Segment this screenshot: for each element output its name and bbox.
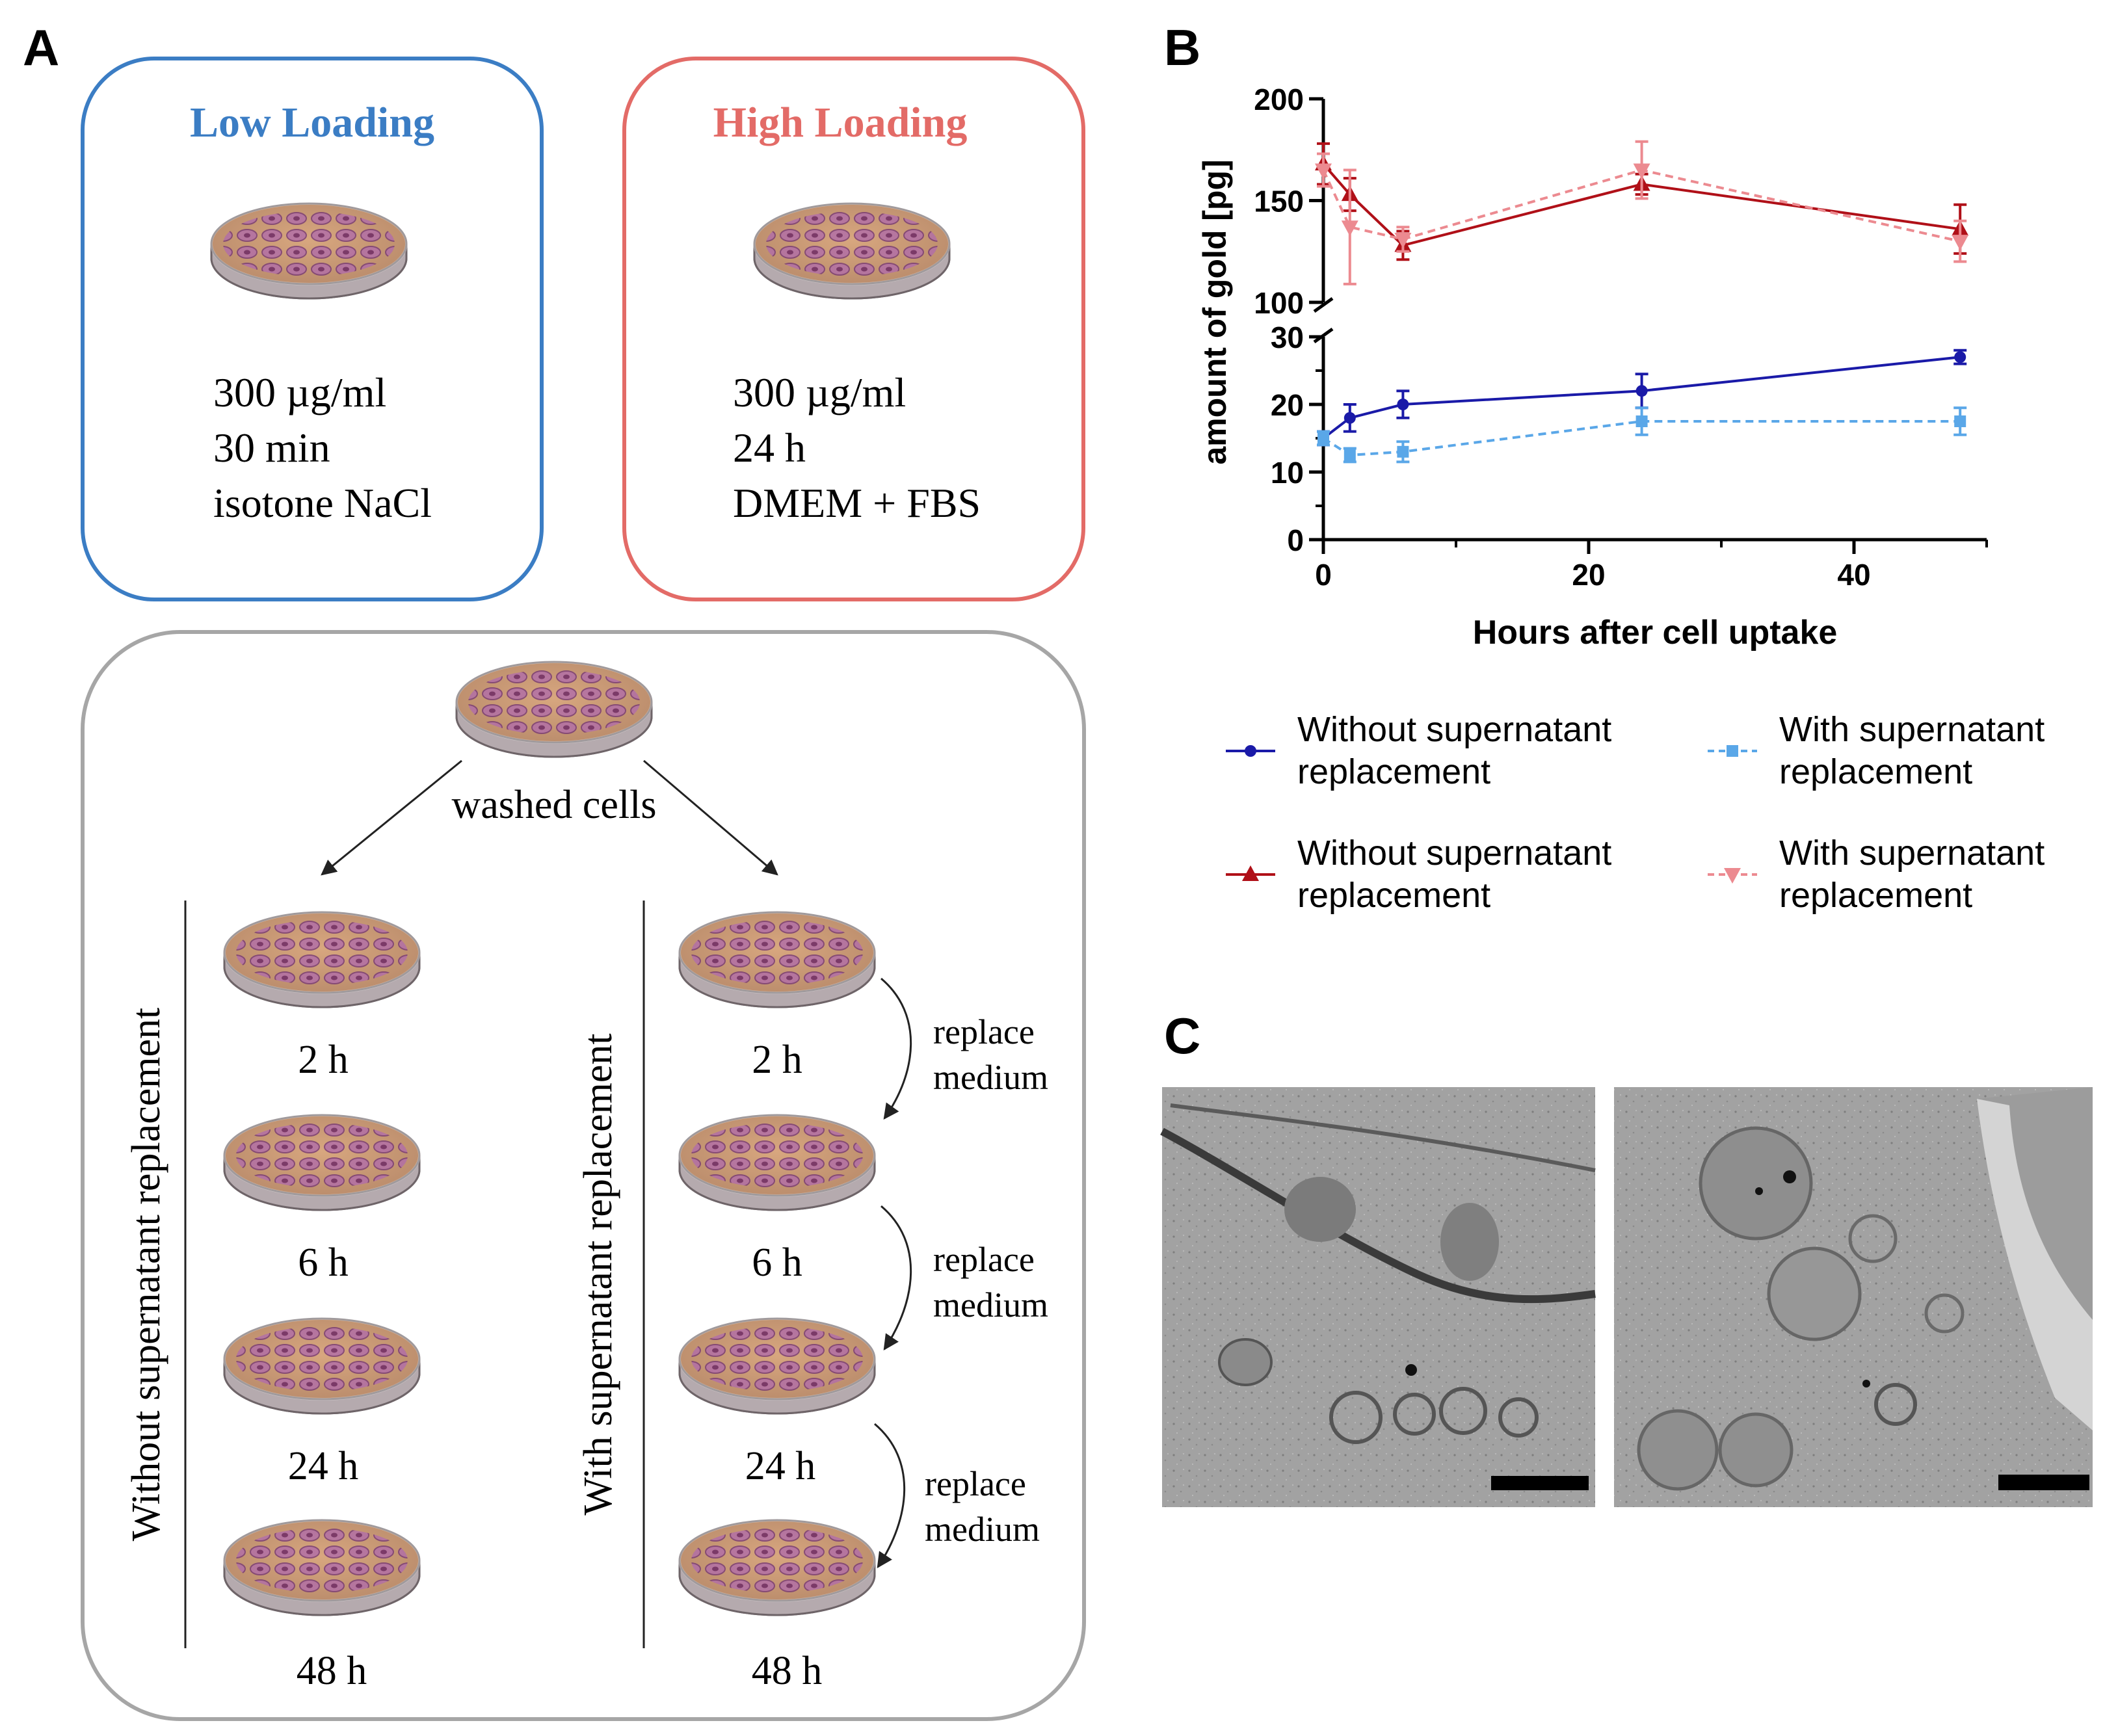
low-loading-line-3: isotone NaCl xyxy=(213,480,432,526)
replace-arrow-2 xyxy=(880,1205,912,1350)
chart-legend: Without supernatant replacement With sup… xyxy=(1226,710,2045,915)
scale-bar-left xyxy=(1491,1476,1589,1490)
y-tick-label: 10 xyxy=(1271,456,1304,490)
replace-label-1a: replace xyxy=(933,1012,1035,1051)
petri-dish-icon xyxy=(223,1317,421,1415)
replace-label-2a: replace xyxy=(933,1240,1035,1279)
petri-dish-icon xyxy=(223,1114,421,1211)
legend-text-0a: Without supernatant xyxy=(1297,710,1611,749)
data-point xyxy=(1635,415,1648,427)
legend-text-0b: replacement xyxy=(1297,752,1490,791)
y-axis-label: amount of gold [pg] xyxy=(1197,159,1233,464)
panel-label-c: C xyxy=(1164,1007,1200,1064)
y-tick-label: 150 xyxy=(1254,185,1304,218)
high-loading-title: High Loading xyxy=(713,99,968,146)
arrow-left xyxy=(321,759,462,876)
data-point xyxy=(1954,351,1966,363)
workflow-box: washed cells Without supernatant replace… xyxy=(81,630,1086,1721)
left-time-24h: 24 h xyxy=(288,1444,359,1488)
legend-text-3b: replacement xyxy=(1779,876,1972,915)
arrow-right xyxy=(643,759,778,876)
replace-label-1b: medium xyxy=(933,1058,1048,1097)
left-column-label: Without supernatant replacement xyxy=(124,1008,168,1541)
panel-label-b: B xyxy=(1164,19,1200,76)
legend-text-1a: With supernatant xyxy=(1779,710,2045,749)
high-loading-line-1: 300 µg/ml xyxy=(733,369,906,415)
petri-dish-icon xyxy=(753,202,951,300)
data-point xyxy=(1954,415,1966,427)
x-tick-label: 20 xyxy=(1572,558,1605,592)
y-tick-label: 30 xyxy=(1271,321,1304,354)
petri-dish-icon xyxy=(678,1519,876,1616)
micrograph-left xyxy=(1160,1087,1596,1507)
data-point xyxy=(1341,220,1358,237)
low-loading-title: Low Loading xyxy=(190,99,434,146)
high-loading-line-2: 24 h xyxy=(733,425,806,471)
panel-label-a: A xyxy=(23,19,59,76)
legend-marker-1 xyxy=(1727,745,1738,757)
legend-marker-3 xyxy=(1724,868,1741,884)
right-time-24h: 24 h xyxy=(745,1444,816,1488)
data-point xyxy=(1315,163,1332,179)
x-tick-label: 0 xyxy=(1315,558,1332,592)
petri-dish-icon xyxy=(678,1317,876,1415)
replace-label-3b: medium xyxy=(925,1510,1040,1549)
data-point xyxy=(1952,235,1969,251)
data-point xyxy=(1344,449,1356,461)
petri-dish-icon xyxy=(223,911,421,1008)
left-time-6h: 6 h xyxy=(298,1241,349,1285)
replace-arrow-3 xyxy=(874,1423,906,1568)
data-point xyxy=(1344,412,1356,424)
petri-dish-icon xyxy=(678,1114,876,1211)
scale-bar-right xyxy=(1998,1475,2089,1490)
high-loading-box: High Loading 300 µg/ml 24 h DMEM + FBS xyxy=(622,57,1085,601)
low-loading-box: Low Loading 300 µg/ml 30 min isotone NaC… xyxy=(81,57,544,601)
y-tick-label: 200 xyxy=(1254,83,1304,116)
data-point xyxy=(1394,232,1412,248)
petri-dish-icon xyxy=(455,661,653,758)
legend-marker-0 xyxy=(1245,745,1256,757)
legend-text-2b: replacement xyxy=(1297,876,1490,915)
replace-arrow-1 xyxy=(880,977,912,1120)
legend-text-3a: With supernatant xyxy=(1779,834,2045,873)
legend-marker-2 xyxy=(1242,865,1259,881)
axis-break-mark xyxy=(1313,296,1334,313)
micrograph-right xyxy=(1614,1087,2093,1507)
chart-panel: 100 150 200 0 10 20 30 0 20 40 amount of gold [pg… xyxy=(1197,83,1988,651)
y-tick-label: 0 xyxy=(1287,523,1304,557)
data-point xyxy=(1397,445,1409,458)
y-tick-label: 20 xyxy=(1271,388,1304,422)
data-point xyxy=(1317,432,1329,444)
replace-label-2b: medium xyxy=(933,1285,1048,1324)
high-loading-line-3: DMEM + FBS xyxy=(733,480,981,526)
right-column-label: With supernatant replacement xyxy=(576,1033,620,1515)
chart-series-layer xyxy=(1315,140,1969,464)
petri-dish-icon xyxy=(223,1519,421,1616)
petri-dish-icon xyxy=(678,911,876,1008)
low-loading-line-2: 30 min xyxy=(213,425,330,471)
chart-axes: 100 150 200 0 10 20 30 0 20 40 xyxy=(1254,83,1988,592)
data-point xyxy=(1635,385,1648,397)
right-time-48h: 48 h xyxy=(752,1649,823,1693)
x-axis-label: Hours after cell uptake xyxy=(1473,614,1838,651)
x-tick-label: 40 xyxy=(1837,558,1870,592)
replace-label-3a: replace xyxy=(925,1464,1026,1503)
legend-text-2a: Without supernatant xyxy=(1297,834,1611,873)
y-tick-label: 100 xyxy=(1254,286,1304,320)
low-loading-line-1: 300 µg/ml xyxy=(213,369,386,415)
data-point xyxy=(1633,163,1650,179)
washed-cells-label: washed cells xyxy=(451,783,656,827)
left-time-48h: 48 h xyxy=(297,1649,367,1693)
left-time-2h: 2 h xyxy=(298,1038,349,1082)
petri-dish-icon xyxy=(210,202,408,300)
legend-text-1b: replacement xyxy=(1779,752,1972,791)
right-time-2h: 2 h xyxy=(752,1038,802,1082)
data-point xyxy=(1397,399,1409,410)
right-time-6h: 6 h xyxy=(752,1241,802,1285)
legend-swatches xyxy=(1226,745,1757,884)
